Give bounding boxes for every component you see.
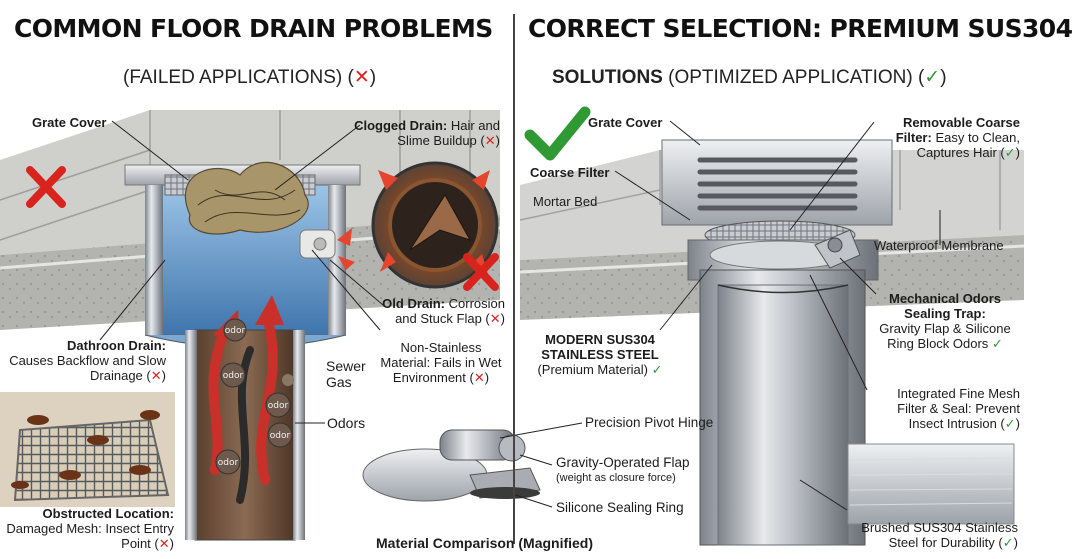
section-divider <box>513 14 515 544</box>
label-obstructed-location: Obstructed Location: Damaged Mesh: Insec… <box>6 506 174 551</box>
label-gravity-flap: Gravity-Operated Flap <box>556 455 690 470</box>
label-odors: Odors <box>327 415 366 431</box>
ok-mark-icon: ✓ <box>924 67 941 88</box>
label-material-comparison: Material Comparison (Magnified) <box>376 535 594 551</box>
left-subtitle: (FAILED APPLICATIONS) (✕) <box>123 67 377 88</box>
right-subtitle-text: (OPTIMIZED APPLICATION) <box>668 67 913 88</box>
left-subtitle-text: (FAILED APPLICATIONS) <box>123 67 343 88</box>
right-title: CORRECT SELECTION: PREMIUM SUS304 <box>528 14 1072 43</box>
fail-mark-icon: ✕ <box>158 536 170 551</box>
ok-mark-icon: ✓ <box>1004 416 1016 431</box>
fail-mark-icon: ✕ <box>473 370 485 385</box>
fail-mark-icon: ✕ <box>353 67 370 88</box>
label-gravity-flap-note: (weight as closure force) <box>556 472 676 484</box>
label-grate-cover-right: Grate Cover <box>588 115 663 130</box>
illustration: odor odor odor odor odor <box>0 106 1025 546</box>
ok-mark-icon: ✓ <box>1004 145 1016 160</box>
right-subtitle: SOLUTIONS (OPTIMIZED APPLICATION) (✓) <box>552 67 947 88</box>
fail-mark-icon: ✕ <box>150 368 162 383</box>
svg-text:odor: odor <box>223 371 244 381</box>
label-non-stainless: Non-Stainless Material: Fails in Wet Env… <box>380 340 502 385</box>
svg-text:odor: odor <box>225 326 246 336</box>
label-pivot-hinge: Precision Pivot Hinge <box>585 415 714 430</box>
label-bathroom-drain: Dathroon Drain: Causes Backflow and Slow… <box>9 338 166 383</box>
label-coarse-filter: Coarse Filter <box>530 165 610 180</box>
label-mechanical-trap: Mechanical Odors Sealing Trap: Gravity F… <box>879 291 1011 351</box>
label-fine-mesh: Integrated Fine Mesh Filter & Seal: Prev… <box>897 386 1020 431</box>
ok-mark-icon: ✓ <box>991 336 1003 351</box>
svg-text:odor: odor <box>270 431 291 441</box>
ok-mark-icon: ✓ <box>1002 535 1014 550</box>
label-old-drain: Old Drain: Corrosion and Stuck Flap (✕) <box>382 296 505 326</box>
svg-text:odor: odor <box>268 401 289 411</box>
left-title: COMMON FLOOR DRAIN PROBLEMS <box>14 14 493 43</box>
right-subtitle-bold: SOLUTIONS <box>552 67 663 88</box>
svg-text:odor: odor <box>218 458 239 468</box>
ok-mark-icon: ✓ <box>651 362 663 377</box>
label-grate-cover-left: Grate Cover <box>32 115 107 130</box>
label-clogged-drain: Clogged Drain: Hair and Slime Buildup (✕… <box>354 118 500 148</box>
label-silicone-ring: Silicone Sealing Ring <box>556 500 684 515</box>
label-brushed-steel: Brushed SUS304 Stainless Steel for Durab… <box>861 520 1018 550</box>
label-waterproof-membrane: Waterproof Membrane <box>874 238 1004 253</box>
label-modern-sus304: MODERN SUS304 STAINLESS STEEL (Premium M… <box>537 332 663 377</box>
fail-mark-icon: ✕ <box>489 311 501 326</box>
label-removable-filter: Removable Coarse Filter: Easy to Clean, … <box>895 115 1020 160</box>
label-mortar-bed: Mortar Bed <box>533 194 598 209</box>
fail-mark-icon: ✕ <box>484 133 496 148</box>
label-sewer-gas: Sewer Gas <box>326 358 366 390</box>
